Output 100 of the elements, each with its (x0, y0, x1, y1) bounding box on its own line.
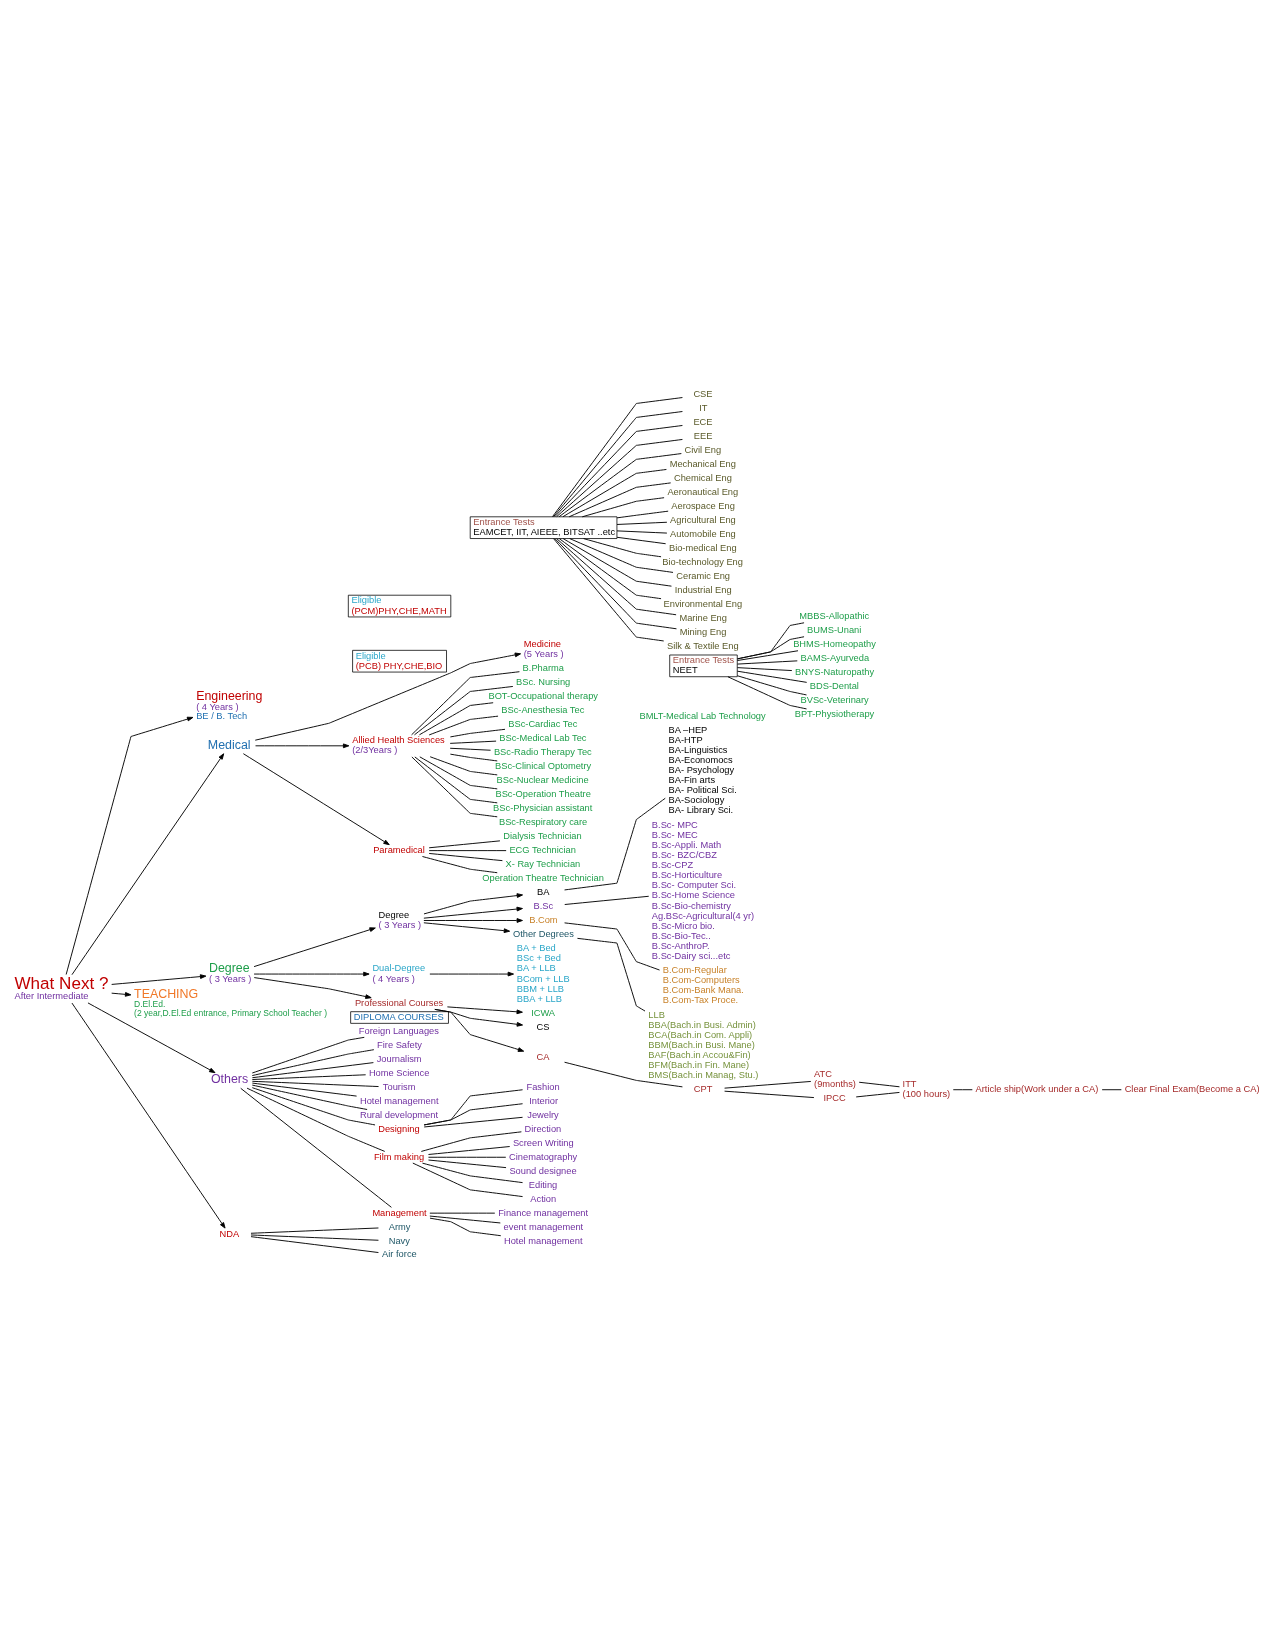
connector (251, 1036, 365, 1074)
node-text: Film making (373, 1151, 425, 1162)
connector (736, 660, 798, 665)
arrow (253, 977, 372, 999)
connector (414, 686, 514, 736)
node-text: Direction (524, 1123, 562, 1134)
node-text: BA (536, 886, 550, 897)
node-text: ATC (9months) (814, 1068, 856, 1090)
connector (422, 856, 498, 874)
node-text: BSc-Medical Lab Tec (499, 733, 587, 744)
node-text: Other Degrees (512, 928, 574, 939)
connector (422, 1162, 524, 1184)
node-text: ECG Technician (509, 845, 576, 856)
connector (428, 852, 503, 862)
connector (414, 756, 498, 804)
node-text: Engineering ( 4 Years ) BE / B. Tech (196, 688, 263, 722)
node-text: BSc-Clinical Optometry (495, 761, 592, 772)
connector (564, 797, 666, 891)
connector (562, 538, 672, 587)
node-text: Home Science (368, 1067, 430, 1078)
node-text: Journalism (376, 1053, 422, 1064)
node-label: (2 year,D.El.Ed entrance, Primary School Teacher ) (134, 1007, 328, 1018)
connector (562, 469, 667, 518)
connector (428, 1159, 507, 1169)
node-text: BNYS-Naturopathy (795, 667, 875, 678)
connector (554, 538, 677, 630)
node-text: CPT (693, 1084, 713, 1095)
node-text: BA + Bed BSc + Bed BA + LLB BCom + LLB BBM + LLB BBA + LLB (516, 943, 570, 1004)
connector (449, 753, 498, 762)
node-box: DIPLOMA COURSES (350, 1011, 449, 1024)
node-text: BSc-Anesthesia Tec (501, 705, 585, 716)
connector (251, 1080, 380, 1087)
node-text: ECE (693, 417, 713, 428)
node-text: MBBS-Allopathic (799, 611, 870, 622)
connector (411, 671, 520, 736)
node-text: Chemical Eng (673, 473, 732, 484)
node-text: CSE (693, 389, 713, 400)
node-text: Designing (378, 1123, 420, 1134)
node-text: Navy (388, 1235, 410, 1246)
connector (428, 1156, 507, 1158)
node-box: Entrance Tests NEET (669, 654, 738, 678)
connector (428, 840, 501, 849)
arrow (423, 922, 511, 934)
connector (737, 622, 805, 660)
arrow (423, 893, 524, 915)
arrow (242, 753, 390, 846)
connector (429, 1215, 501, 1224)
node-text: Degree ( 3 Years ) (378, 909, 421, 930)
connector (420, 1131, 522, 1152)
connector (736, 650, 799, 661)
node-text: Management (372, 1207, 427, 1218)
node-text: B.Sc (533, 900, 554, 911)
connector (616, 530, 668, 534)
connector (556, 439, 683, 518)
node-text: ICWA (531, 1008, 556, 1019)
node-text: BSc-Operation Theatre (495, 789, 591, 800)
arrow (434, 1008, 525, 1052)
node-text: B.Pharma (522, 663, 564, 674)
node-text: Rural development (359, 1109, 439, 1120)
connector (251, 1049, 375, 1077)
node-text: Foreign Languages (358, 1025, 439, 1036)
arrow (429, 971, 515, 977)
connector (616, 521, 668, 525)
arrow (423, 906, 523, 919)
connector (411, 756, 498, 818)
node-text: Industrial Eng (674, 584, 732, 595)
node-text: BVSc-Veterinary (800, 695, 869, 706)
connector (568, 482, 672, 518)
arrow (253, 971, 370, 977)
connector (251, 1084, 368, 1110)
connector (251, 1087, 376, 1126)
connector (250, 1227, 379, 1234)
node-text: Hotel management (503, 1235, 583, 1246)
node-text: Interior (529, 1095, 559, 1106)
arrow (65, 716, 194, 975)
node-text: Action (530, 1193, 557, 1204)
node-text: Bio-medical Eng (668, 543, 737, 554)
node-text: Hotel management (359, 1095, 439, 1106)
node-text: event management (503, 1221, 584, 1232)
connector (616, 510, 669, 519)
node-text: Clear Final Exam(Become a CA) (1124, 1084, 1260, 1095)
node-text: Tourism (382, 1081, 416, 1092)
connector (724, 1090, 815, 1099)
node-text: ITT (100 hours) (902, 1079, 951, 1100)
node-text: Professional Courses (354, 997, 444, 1008)
connector (429, 1217, 502, 1237)
connector (429, 756, 498, 776)
arrow (254, 652, 522, 741)
connector (616, 536, 667, 545)
connector (251, 1074, 367, 1080)
connector (250, 1236, 379, 1253)
node-text: BA –HEP BA-HTP BA-Linguistics BA-Economocs BA- Psychology BA-Fin arts BA- Political Sci. BA-Sociology BA- Library Sci. (668, 724, 737, 816)
node-text: Dual-Degree ( 4 Years ) (372, 963, 426, 984)
node-text: EEE (693, 431, 713, 442)
node-text: Medical (207, 737, 251, 752)
connector (583, 538, 662, 558)
node-box: Eligible (PCM)PHY,CHE,MATH (347, 594, 452, 618)
node-text: CA (536, 1051, 550, 1062)
node-text: Degree ( 3 Years ) (208, 961, 252, 985)
node-text: Air force (382, 1249, 417, 1260)
